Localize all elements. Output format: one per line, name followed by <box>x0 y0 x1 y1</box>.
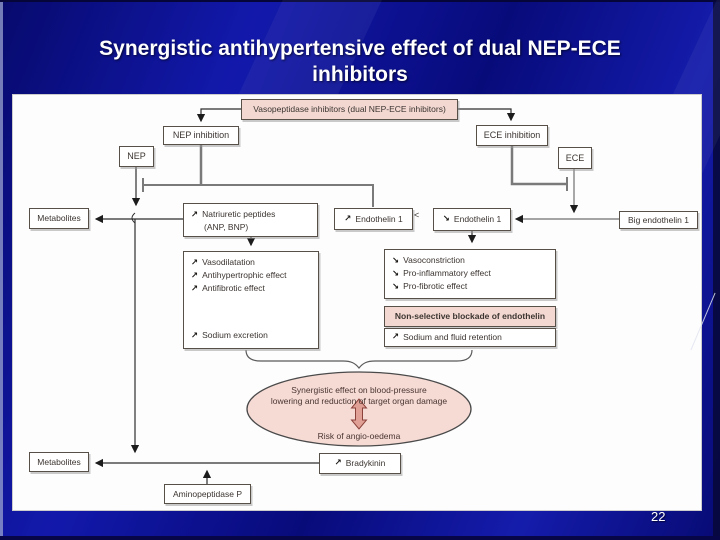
big-endothelin-box: Big endothelin 1 <box>619 211 698 229</box>
line-ece-inhibition-drop <box>510 146 567 186</box>
slide-top-edge <box>0 0 720 2</box>
metabolites-top-box: Metabolites <box>29 208 89 229</box>
line-nep-inhibition-horizontal <box>143 184 374 207</box>
effect-label: Antifibrotic effect <box>202 283 265 294</box>
natriuretic-label: Natriuretic peptides <box>202 209 276 219</box>
sodium-retention-label: Sodium and fluid retention <box>403 332 502 343</box>
natriuretic-sublabel: (ANP, BNP) <box>204 222 249 233</box>
effect-label: Vasoconstriction <box>403 255 465 265</box>
nep-label: NEP <box>127 151 146 162</box>
effect-item: ↘ Pro-inflammatory effect <box>392 268 548 279</box>
sodium-retention-box: ↗ Sodium and fluid retention <box>384 328 556 347</box>
effect-label: Pro-fibrotic effect <box>403 281 468 292</box>
increase-arrow-icon: ↗ <box>392 332 400 343</box>
effect-item: ↘ Vasoconstriction <box>392 255 548 266</box>
nep-box: NEP <box>119 146 154 167</box>
endothelin-increase-label: Endothelin 1 <box>355 213 403 224</box>
increase-arrow-icon: ↗ <box>191 330 199 341</box>
effect-item: ↗ Antifibrotic effect <box>191 283 311 294</box>
synergy-line1: Synergistic effect on blood-pressure <box>291 385 427 395</box>
page-number: 22 <box>651 509 666 524</box>
diagram-connectors <box>94 108 619 484</box>
line-junction-hop <box>131 212 136 224</box>
risk-text: Risk of angio-oedema <box>247 431 471 442</box>
increase-arrow-icon: ↗ <box>191 284 199 295</box>
blockade-label: Non-selective blockade of endothelin <box>394 311 546 322</box>
decrease-arrow-icon: ↘ <box>392 282 400 293</box>
synergy-line2: lowering and reduction of target organ d… <box>270 396 448 406</box>
slide-title-line2: inhibitors <box>312 63 408 86</box>
vasopeptidase-inhibitors-box: Vasopeptidase inhibitors (dual NEP-ECE i… <box>241 99 458 120</box>
blockade-box: Non-selective blockade of endothelin <box>384 306 556 327</box>
effect-item: ↗ Antihypertrophic effect <box>191 270 311 281</box>
increase-arrow-icon: ↗ <box>344 213 352 224</box>
diagram-panel: Vasopeptidase inhibitors (dual NEP-ECE i… <box>12 94 702 511</box>
effect-item: ↗ Vasodilatation <box>191 257 311 268</box>
slide-title: Synergistic antihypertensive effect of d… <box>0 36 720 88</box>
endothelin-increase-box: ↗ Endothelin 1 <box>334 208 413 230</box>
metabolites-bottom-label: Metabolites <box>37 456 81 467</box>
nep-effects-box: ↗ Vasodilatation ↗ Antihypertrophic effe… <box>183 251 319 349</box>
natriuretic-peptides-box: ↗ Natriuretic peptides (ANP, BNP) <box>183 203 318 237</box>
endothelin-effects-box: ↘ Vasoconstriction ↘ Pro-inflammatory ef… <box>384 249 556 299</box>
vasopeptidase-inhibitors-label: Vasopeptidase inhibitors (dual NEP-ECE i… <box>253 104 446 115</box>
nep-inhibition-label: NEP inhibition <box>172 130 230 141</box>
ece-inhibition-box: ECE inhibition <box>476 125 548 146</box>
decrease-arrow-icon: ↘ <box>442 214 450 225</box>
increase-arrow-icon: ↗ <box>191 271 199 282</box>
nep-inhibition-box: NEP inhibition <box>163 126 239 145</box>
endothelin-decrease-box: ↘ Endothelin 1 <box>433 208 511 231</box>
effect-label: Antihypertrophic effect <box>202 270 287 281</box>
effect-label: Sodium excretion <box>202 329 268 340</box>
increase-arrow-icon: ↗ <box>191 210 199 220</box>
decrease-arrow-icon: ↘ <box>392 269 400 280</box>
ece-inhibition-label: ECE inhibition <box>483 130 541 141</box>
increase-arrow-icon: ↗ <box>334 458 342 469</box>
less-than-symbol: < <box>414 210 420 220</box>
bradykinin-box: ↗ Bradykinin <box>319 453 401 474</box>
bradykinin-label: Bradykinin <box>345 458 386 469</box>
metabolites-bottom-box: Metabolites <box>29 452 89 472</box>
synergy-ellipse-text: Synergistic effect on blood-pressure low… <box>247 385 471 407</box>
ece-box: ECE <box>558 147 592 169</box>
ece-label: ECE <box>565 152 585 163</box>
line-vasopeptidase-to-ece-inhibition <box>458 108 516 122</box>
aminopeptidase-box: Aminopeptidase P <box>164 484 251 504</box>
effect-item: ↘ Pro-fibrotic effect <box>392 281 548 292</box>
metabolites-top-label: Metabolites <box>37 213 81 224</box>
risk-double-arrow-icon <box>350 398 368 430</box>
big-endothelin-label: Big endothelin 1 <box>628 214 689 225</box>
endothelin-decrease-label: Endothelin 1 <box>453 214 502 225</box>
effect-item: ↗ Sodium excretion <box>191 330 268 341</box>
aminopeptidase-label: Aminopeptidase P <box>173 488 242 499</box>
increase-arrow-icon: ↗ <box>191 258 199 268</box>
risk-label: Risk of angio-oedema <box>317 431 401 441</box>
effect-label: Pro-inflammatory effect <box>403 268 491 279</box>
decrease-arrow-icon: ↘ <box>392 256 400 266</box>
slide-title-line1: Synergistic antihypertensive effect of d… <box>99 37 621 60</box>
line-vasopeptidase-to-nep-inhibition <box>196 108 241 123</box>
effect-label: Vasodilatation <box>202 257 255 267</box>
slide-bottom-edge <box>0 536 720 540</box>
merge-brace <box>245 349 473 369</box>
